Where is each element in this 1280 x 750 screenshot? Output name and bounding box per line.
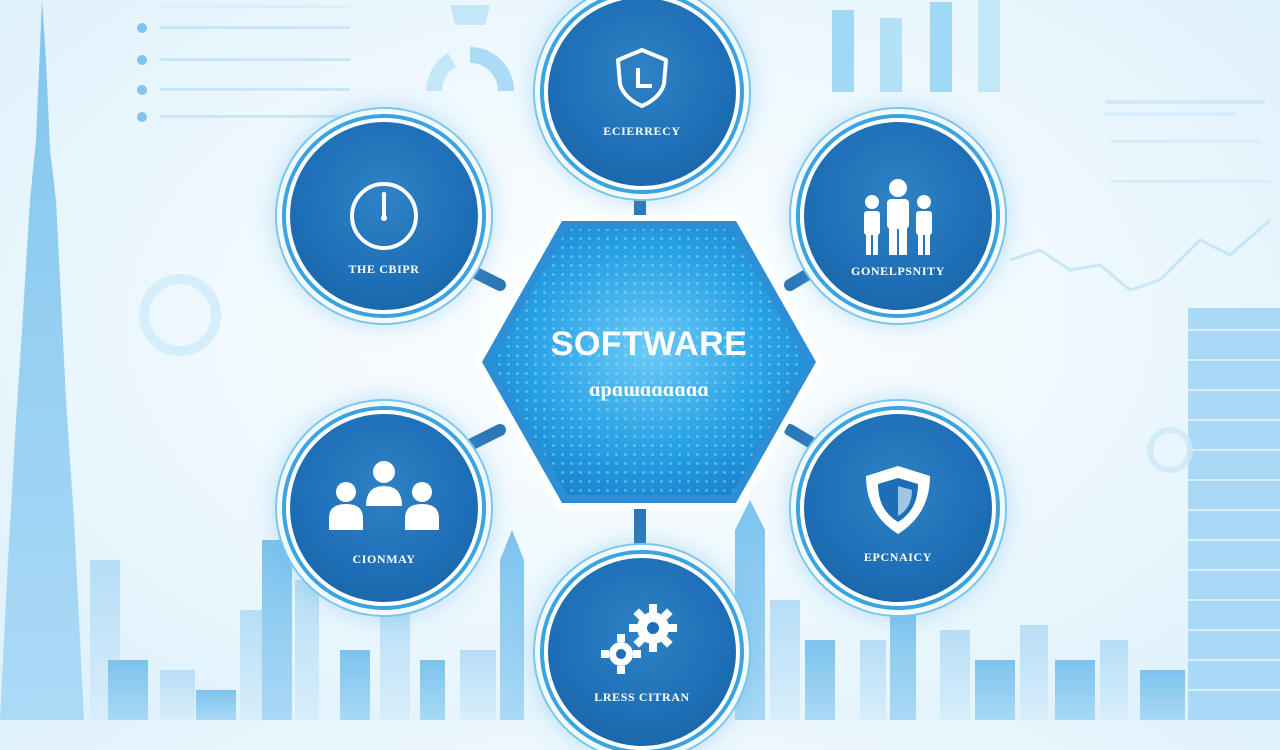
shield-icon (866, 466, 930, 534)
team-icon (864, 179, 932, 255)
node-lower-right[interactable]: EPCNAICY (800, 410, 996, 606)
node-upper-right[interactable]: GONELPSNITY (800, 118, 996, 314)
node-top[interactable]: ECIERRECY (544, 0, 740, 190)
decorative-text-lines (1105, 100, 1270, 183)
shield-clock-icon (616, 48, 668, 108)
node-upper-left[interactable]: THE CBIPR (286, 118, 482, 314)
clock-icon (350, 182, 418, 250)
node-bottom[interactable]: LRESS CITRAN (544, 554, 740, 750)
hexagon-shape (474, 215, 824, 509)
decorative-line-chart (1009, 218, 1271, 292)
decorative-bar-chart (832, 0, 1000, 92)
center-hexagon[interactable]: SOFTWARE ɑpɑɯɑɑɑɑɑɑ (468, 207, 830, 517)
node-top-label: ECIERRECY (603, 124, 681, 138)
connectors (464, 174, 821, 551)
decorative-list (137, 5, 350, 122)
people-icon (329, 461, 439, 530)
node-upper-right-label: GONELPSNITY (851, 264, 945, 278)
node-upper-left-label: THE CBIPR (348, 262, 420, 276)
node-lower-left[interactable]: CIONMAY (286, 410, 482, 606)
node-lower-right-label: EPCNAICY (863, 550, 933, 564)
node-lower-left-label: CIONMAY (352, 552, 416, 566)
node-bottom-label: LRESS CITRAN (594, 690, 690, 704)
decorative-pie (426, 5, 514, 92)
gears-icon (601, 604, 677, 674)
center-title: SOFTWARE (550, 325, 748, 363)
tower (0, 0, 84, 720)
background-skyline (0, 0, 1280, 720)
center-subtitle: ɑpɑɯɑɑɑɑɑɑ (589, 379, 709, 401)
